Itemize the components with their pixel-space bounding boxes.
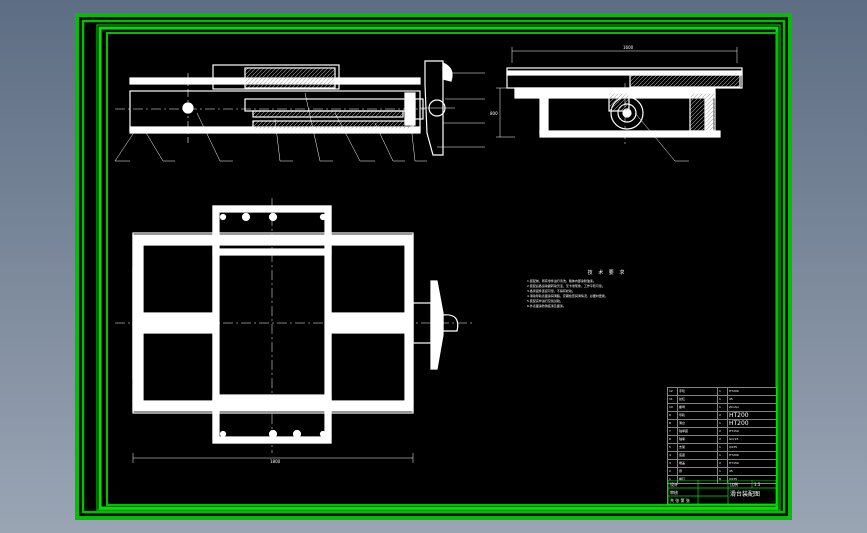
title-block[interactable]: 12 手轮 1 HT200 11 丝杠 1 45 10 螺母 1 ZCuSn 9… [667,387,777,505]
part-no: 11 [668,396,678,403]
part-material: HT200 [729,412,749,419]
parts-row: 5 支架 1 Q235 [668,444,776,452]
part-qty: 1 [718,420,728,427]
parts-row: 7 轴承座 2 HT150 [668,428,776,436]
tech-note-line: 1.装配前，所有零件进行清洗，箱体内部涂耐油漆。 [527,279,596,283]
part-no: 10 [668,404,678,411]
part-no: 12 [668,388,678,395]
scale-value: 1:5 [754,482,761,487]
parts-row: 3 端盖 2 HT150 [668,460,776,468]
dim-top-view-width: 1600 [623,45,634,50]
part-material: 45 [729,469,733,473]
parts-row: 12 手轮 1 HT200 [668,388,776,396]
plan-view[interactable] [115,198,475,463]
parts-table: 12 手轮 1 HT200 11 丝杠 1 45 10 螺母 1 ZCuSn 9… [668,388,776,484]
cad-drawing: 1600 1800 800 [75,13,792,520]
part-no: 6 [668,436,678,443]
title-block-footer: 设计 审核 比例 1:5 滑台装配图 共 张 第 张 [668,480,776,504]
parts-row: 1 螺钉 8 Q235 [668,476,776,484]
part-no: 1 [668,476,678,483]
tech-note-line: 6.外表面涂防锈底漆及面漆。 [527,304,566,308]
part-no: 8 [668,420,678,427]
part-qty: 1 [718,388,728,395]
part-name: 底座 [678,452,718,459]
parts-row: 11 丝杠 1 45 [668,396,776,404]
designer-label: 设计 [670,482,678,487]
drawing-border [75,13,792,520]
drawing-title: 滑台装配图 [730,491,761,498]
cad-viewport[interactable]: 1600 1800 800 技 术 要 求 1.装配前，所有零件进行清洗，箱体内… [75,13,792,520]
technical-requirements: 技 术 要 求 1.装配前，所有零件进行清洗，箱体内部涂耐油漆。 2.装配后各运… [527,271,687,309]
part-name: 端盖 [678,460,718,467]
part-qty: 2 [718,436,728,443]
tech-note-line: 5.装配完毕进行空载试验。 [527,299,563,303]
part-qty: 1 [718,444,728,451]
part-material: HT200 [729,453,739,457]
parts-row: 6 轴承 2 GCr15 [668,436,776,444]
part-no: 3 [668,460,678,467]
part-material: Q235 [729,477,738,481]
tech-note-line: 4.滑动导轨表面涂润滑脂，定期检查润滑情况，必要时更换。 [527,294,608,298]
part-qty: 1 [718,452,728,459]
part-material: Q235 [729,445,738,449]
part-name: 轴承 [678,436,718,443]
part-name: 导轨 [678,412,718,419]
part-name: 手轮 [678,388,718,395]
tech-notes-title: 技 术 要 求 [587,270,627,276]
part-material: ZCuSn [729,405,739,409]
part-qty: 2 [718,412,728,419]
scale-label: 比例 [730,482,738,487]
part-name: 丝杠 [678,396,718,403]
title-block-grid [668,480,776,504]
part-name: 螺母 [678,404,718,411]
part-qty: 2 [718,460,728,467]
part-no: 2 [668,468,678,475]
dim-plan-view-width: 1800 [270,459,281,464]
part-material: HT200 [729,420,749,427]
parts-row: 9 导轨 2 HT200 [668,412,776,420]
parts-row: 4 底座 1 HT200 [668,452,776,460]
part-qty: 8 [718,476,728,483]
dimension-labels: 1600 1800 800 [270,45,634,464]
part-name: 螺钉 [678,476,718,483]
part-qty: 2 [718,428,728,435]
part-qty: 1 [718,396,728,403]
part-material: HT150 [729,461,739,465]
side-view[interactable] [496,47,743,162]
part-name: 滑台 [678,420,718,427]
parts-row: 2 键 1 45 [668,468,776,476]
parts-row: 10 螺母 1 ZCuSn [668,404,776,412]
tech-note-line: 3.各紧固件连接可靠，不得有松动。 [527,289,575,293]
part-name: 轴承座 [678,428,718,435]
tech-note-line: 2.装配后各运动副转动灵活，无卡滞现象，工作平稳可靠。 [527,284,605,288]
part-name: 支架 [678,444,718,451]
part-material: HT150 [729,429,739,433]
dim-side-view-height: 800 [490,111,498,116]
part-no: 9 [668,412,678,419]
part-material: GCr15 [729,437,739,441]
part-no: 7 [668,428,678,435]
parts-row: 8 滑台 1 HT200 [668,420,776,428]
checker-label: 审核 [670,490,678,495]
front-section-view[interactable] [114,60,485,162]
part-material: 45 [729,397,733,401]
part-qty: 1 [718,468,728,475]
part-name: 键 [678,468,718,475]
sheet-label: 共 张 第 张 [670,498,690,503]
part-no: 5 [668,444,678,451]
part-no: 4 [668,452,678,459]
part-qty: 1 [718,404,728,411]
part-material: HT200 [729,389,739,393]
